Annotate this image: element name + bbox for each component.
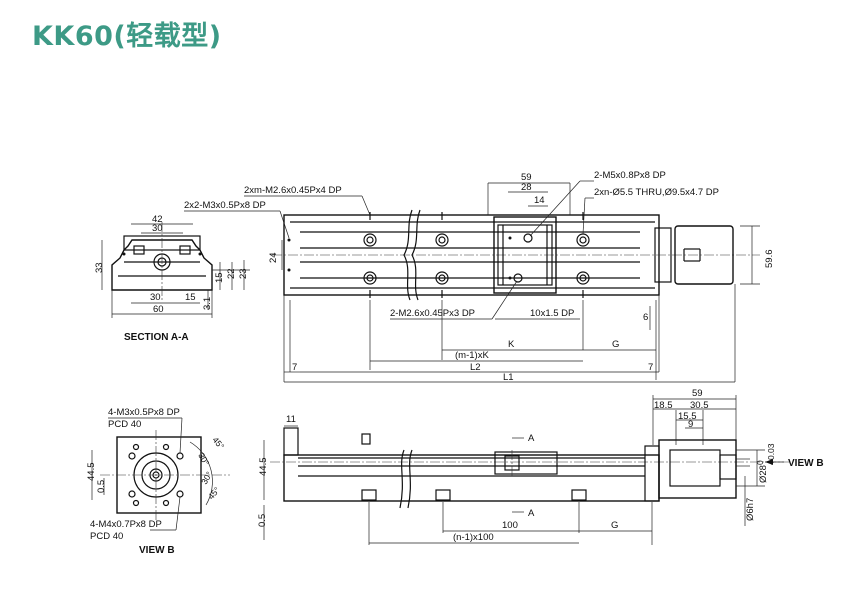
dim-6: 6 xyxy=(643,312,648,323)
top-view: 2xm-M2.6x0.45Px4 DP 2x2-M3x0.5Px8 DP 2-M… xyxy=(184,170,775,383)
dim-33: 33 xyxy=(94,262,105,273)
dim-18-5: 18.5 xyxy=(654,400,673,411)
dim-0-5-side: 0.5 xyxy=(257,514,268,527)
dim-7-left: 7 xyxy=(292,362,297,373)
dim-30-section-bottom: 30 xyxy=(150,292,161,303)
motor-flange xyxy=(674,225,734,285)
dim-23: 23 xyxy=(238,268,249,279)
dim-24: 24 xyxy=(268,252,279,263)
section-arrow-a-bottom: A xyxy=(528,508,535,519)
callout-m3-8dp: 2x2-M3x0.5Px8 DP xyxy=(184,200,266,211)
dim-28-top: 28 xyxy=(521,182,532,193)
dim-k: K xyxy=(508,339,515,350)
dim-dia-28-tol0: 0 xyxy=(755,460,765,465)
dim-30-5: 30.5 xyxy=(690,400,709,411)
view-b-arrow-label: VIEW B xyxy=(788,458,824,469)
dim-m1-k: (m-1)xK xyxy=(455,350,489,361)
section-arrow-a-top: A xyxy=(528,433,535,444)
callout-m26-4dp: 2xm-M2.6x0.45Px4 DP xyxy=(244,185,342,196)
viewb-label: VIEW B xyxy=(139,545,175,556)
dim-dia-28: Ø28 xyxy=(758,465,769,483)
dim-15-section-bottom: 15 xyxy=(185,292,196,303)
viewb-callout-m3: 4-M3x0.5Px8 DP xyxy=(108,407,180,418)
dim-59-top: 59 xyxy=(521,172,532,183)
callout-thru-holes: 2xn-Ø5.5 THRU,Ø9.5x4.7 DP xyxy=(594,187,719,198)
dim-n1-100: (n-1)x100 xyxy=(453,532,494,543)
dim-15-section: 15 xyxy=(214,272,225,283)
dim-59-side: 59 xyxy=(692,388,703,399)
section-label: SECTION A-A xyxy=(124,332,189,343)
dim-11: 11 xyxy=(286,414,296,425)
top-carriage xyxy=(493,216,557,294)
dim-22: 22 xyxy=(226,268,237,279)
callout-m5-8dp: 2-M5x0.8Px8 DP xyxy=(594,170,666,181)
dim-44-5-side: 44.5 xyxy=(258,458,269,477)
dim-59-6: 59.6 xyxy=(764,250,775,269)
dim-3-1: 3.1 xyxy=(202,297,213,310)
angle-45-top: 45° xyxy=(210,435,226,451)
dim-30-section-top: 30 xyxy=(152,223,163,234)
dim-7-right: 7 xyxy=(648,362,653,373)
dim-g-side: G xyxy=(611,520,618,531)
section-a-a: 42 30 33 15 22 23 30 15 3.1 60 SECTION A… xyxy=(94,214,250,343)
view-b: 45° 30° 30° 45° 44.5 0.5 4-M3x0.5Px8 DP … xyxy=(86,407,230,556)
dim-42: 42 xyxy=(152,214,163,225)
dim-15-5: 15.5 xyxy=(678,411,697,422)
dim-9: 9 xyxy=(688,419,693,430)
dim-100: 100 xyxy=(502,520,518,531)
viewb-pcd-bottom: PCD 40 xyxy=(90,531,123,542)
angle-45-bottom: 45° xyxy=(206,485,222,501)
page-title: KK60(轻载型) xyxy=(32,21,222,52)
dim-dia-6h7: Ø6h7 xyxy=(745,498,756,521)
dim-60: 60 xyxy=(153,304,164,315)
viewb-pcd-top: PCD 40 xyxy=(108,419,141,430)
dim-g-top: G xyxy=(612,339,619,350)
dim-l2: L2 xyxy=(470,362,481,373)
dim-0-5-viewb: 0.5 xyxy=(96,480,107,493)
mount-holes xyxy=(363,233,590,285)
dim-14-top: 14 xyxy=(534,195,545,206)
callout-m26-3dp: 2-M2.6x0.45Px3 DP xyxy=(390,308,475,319)
dim-44-5-viewb: 44.5 xyxy=(86,463,97,482)
viewb-callout-m4: 4-M4x0.7Px8 DP xyxy=(90,519,162,530)
side-view: A A 11 44.5 0.5 59 18.5 30.5 15.5 9 Ø28 … xyxy=(257,388,824,545)
dim-l1: L1 xyxy=(503,372,514,383)
dim-dia-28-tol: +0.03 xyxy=(766,443,776,465)
callout-slot-dp: 10x1.5 DP xyxy=(530,308,574,319)
